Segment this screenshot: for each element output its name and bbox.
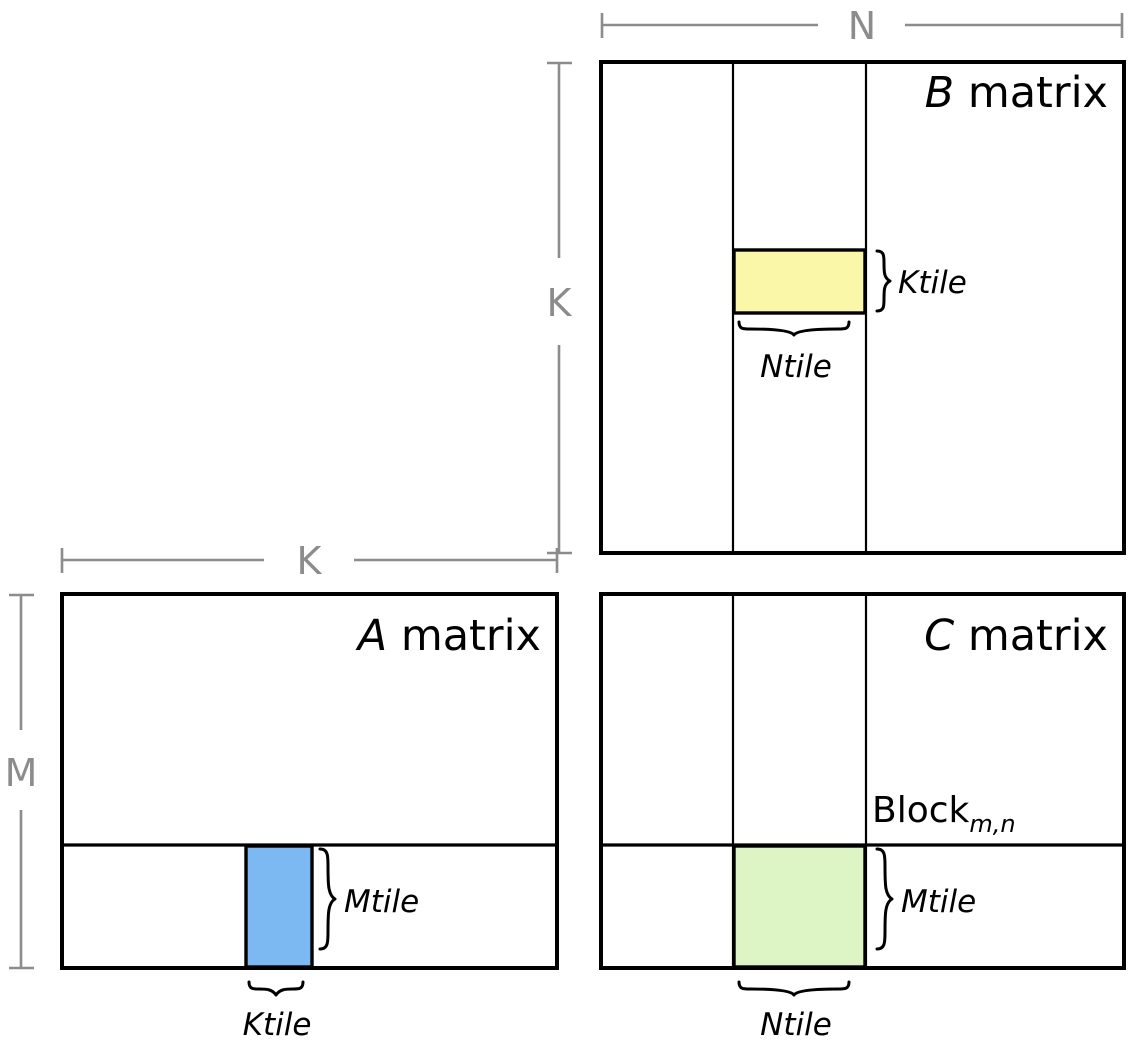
b-matrix-label: B matrix: [925, 68, 1108, 118]
c-matrix-block-tile: [732, 844, 867, 969]
a-matrix-label: A matrix: [355, 611, 541, 661]
b-matrix-ktile-brace: [875, 249, 892, 313]
n-dimension-label: N: [848, 4, 876, 48]
a-matrix-mtile-label: Mtile: [344, 884, 419, 920]
c-matrix-block-label-subscript: m,n: [969, 810, 1015, 838]
a-matrix-label-word: matrix: [387, 611, 541, 661]
c-matrix-ntile-brace: [737, 980, 851, 997]
a-matrix-mtile-brace: [318, 847, 337, 951]
b-matrix-ntile-label: Ntile: [760, 349, 832, 385]
c-matrix-label-word: matrix: [954, 611, 1108, 661]
b-matrix-ktile-label: Ktile: [898, 265, 967, 301]
a-matrix-label-symbol: A: [355, 611, 387, 661]
m-dimension-label: M: [5, 751, 38, 795]
b-matrix-ktile-ntile-tile: [732, 248, 867, 315]
n-dimension-indicator: N: [600, 4, 1124, 48]
c-matrix-ntile-label: Ntile: [760, 1007, 832, 1043]
a-matrix-mtile-ktile-tile: [244, 844, 314, 969]
c-matrix-block-label: Blockm,n: [872, 790, 1016, 838]
m-dimension-indicator: M: [5, 593, 38, 970]
c-matrix: C matrix Blockm,n Mtile Ntile: [599, 592, 1126, 1043]
k-dimension-indicator-vertical: K: [547, 61, 573, 555]
c-matrix-label-symbol: C: [924, 611, 954, 661]
a-matrix-ktile-brace: [247, 980, 305, 997]
b-matrix-label-symbol: B: [925, 68, 955, 118]
b-matrix: B matrix Ktile Ntile: [599, 60, 1126, 555]
c-matrix-mtile-label: Mtile: [901, 884, 976, 920]
k-dimension-label-vertical: K: [547, 281, 573, 325]
k-dimension-indicator-horizontal: K: [60, 539, 559, 583]
c-matrix-block-label-text: Block: [872, 790, 970, 831]
b-matrix-ntile-brace: [737, 320, 851, 337]
a-matrix: A matrix Mtile Ktile: [60, 592, 559, 1043]
a-matrix-ktile-label: Ktile: [243, 1007, 312, 1043]
b-matrix-label-word: matrix: [954, 68, 1108, 118]
c-matrix-mtile-brace: [875, 847, 894, 951]
c-matrix-label: C matrix: [924, 611, 1108, 661]
k-dimension-label-horizontal: K: [297, 539, 323, 583]
